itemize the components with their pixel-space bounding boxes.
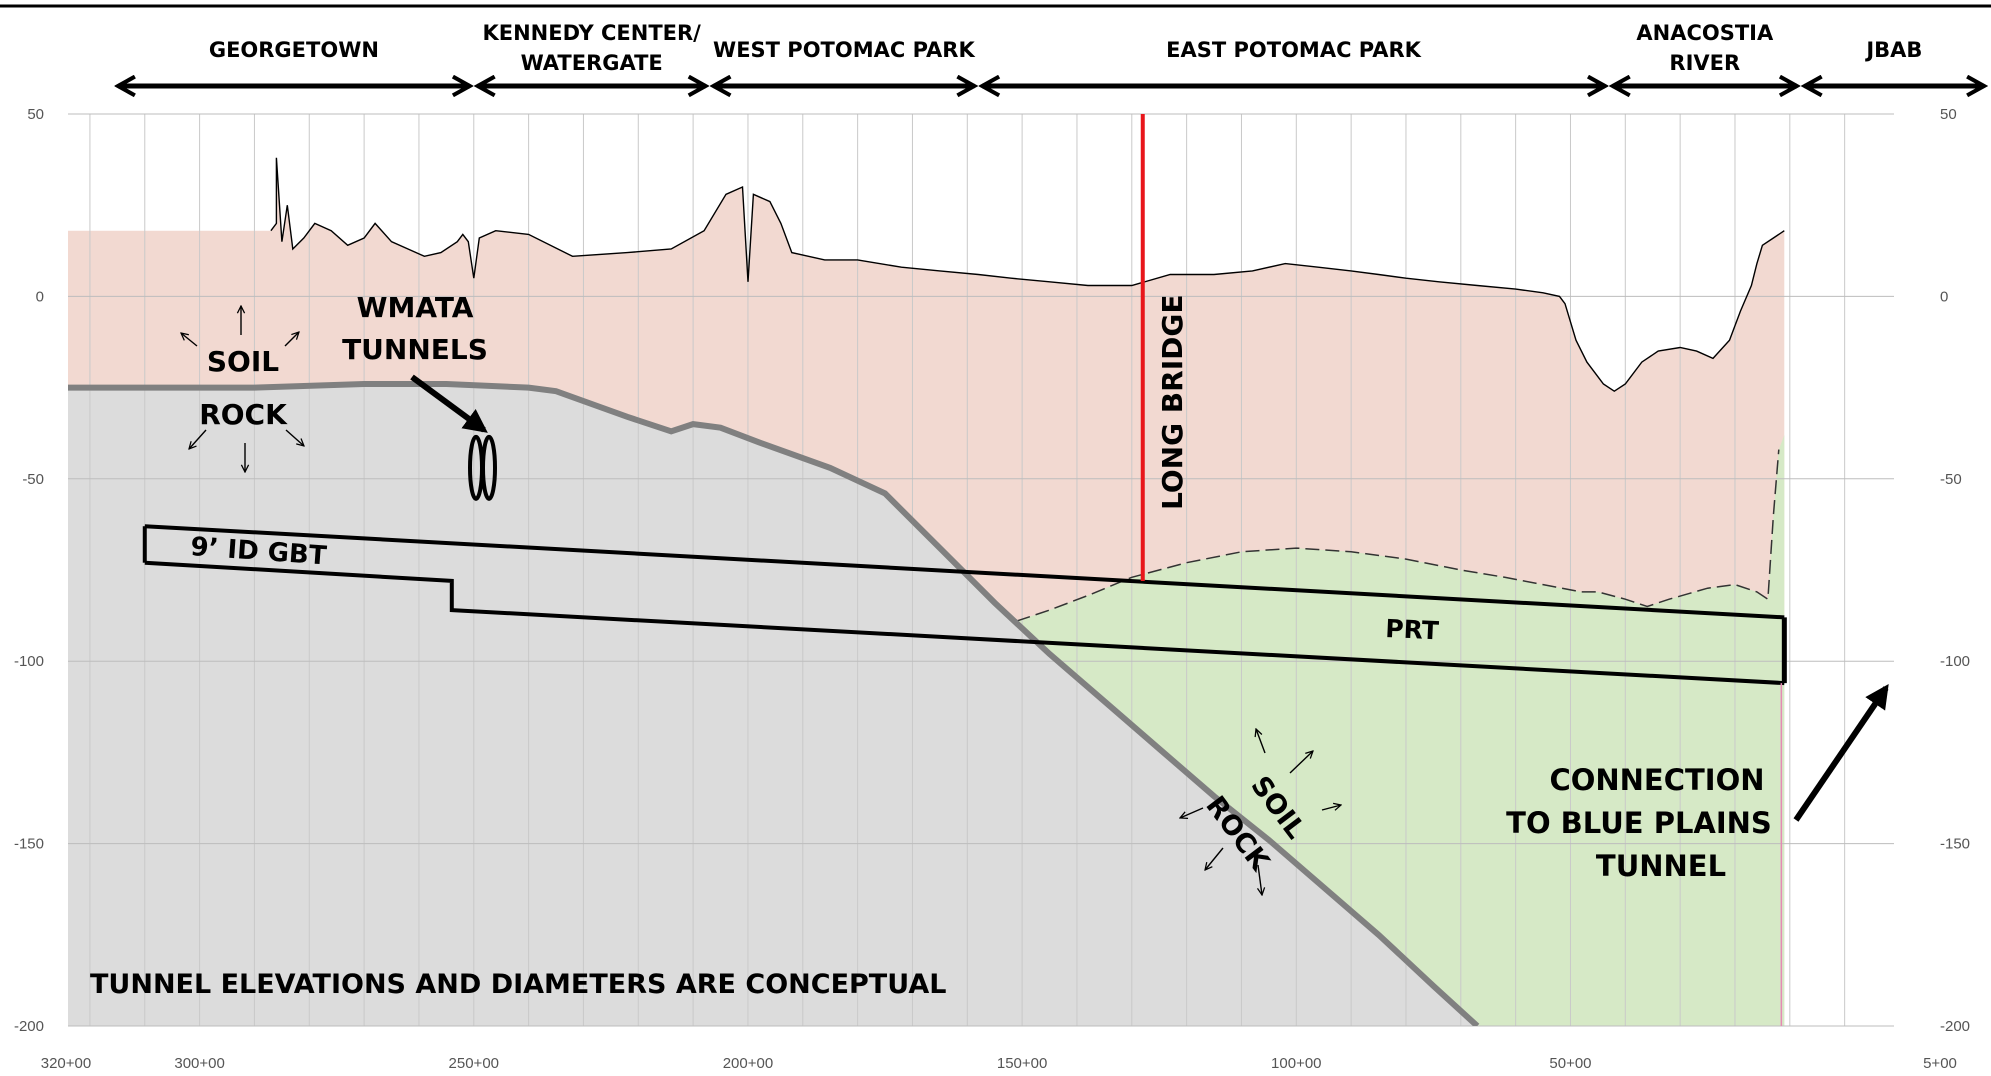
- green-zone-boundary: [1016, 449, 1780, 622]
- region-label-kennedy: KENNEDY CENTER/: [482, 21, 701, 45]
- station-tick-label: 50+00: [1549, 1055, 1591, 1072]
- station-tick-label: 100+00: [1271, 1055, 1321, 1072]
- arrow-up-right-icon: [284, 332, 299, 347]
- upper-soil-rock-callout: SOIL ROCK: [181, 306, 304, 472]
- region-labels: GEORGETOWN KENNEDY CENTER/WATERGATE WEST P…: [209, 21, 1923, 75]
- connection-label-line2: TO BLUE PLAINS: [1506, 806, 1772, 840]
- tunnel-invert-line: [144, 560, 1785, 686]
- elevation-tick-label: -150: [1940, 836, 1970, 853]
- elevation-tick-label: 0: [36, 288, 44, 305]
- station-tick-label: 150+00: [997, 1055, 1047, 1072]
- elevation-tick-label: -200: [1940, 1018, 1970, 1035]
- station-axis-labels: 320+00 300+00 250+00 200+00 150+00 100+00 50+0…: [41, 1055, 1957, 1072]
- arrow-down-left-icon: [1205, 847, 1224, 870]
- wmata-label-line1: WMATA: [357, 291, 474, 324]
- station-tick-label: 5+00: [1923, 1055, 1957, 1072]
- elevation-tick-label: 50: [27, 106, 44, 123]
- elevation-tick-label: 50: [1940, 106, 1957, 123]
- soil-rock-interface: [68, 381, 1480, 1026]
- connection-label-line3: TUNNEL: [1596, 849, 1726, 883]
- region-label-anacostia: RIVER: [1669, 51, 1740, 75]
- station-tick-label: 200+00: [723, 1055, 773, 1072]
- region-label-kennedy: WATERGATE: [521, 51, 663, 75]
- arrow-up-right-icon: [1289, 751, 1313, 774]
- soil-label-upper: SOIL: [207, 345, 279, 378]
- arrow-up-icon: [1256, 729, 1266, 754]
- rock-label-upper: ROCK: [199, 398, 288, 431]
- station-tick-label: 320+00: [41, 1055, 91, 1072]
- region-label-georgetown: GEORGETOWN: [209, 38, 379, 62]
- connection-pointer-arrow: [1793, 684, 1889, 822]
- station-gridlines: [89, 114, 1846, 1026]
- wmata-tunnels-symbol: [468, 434, 498, 501]
- arrow-right-icon: [1321, 805, 1341, 810]
- rock-layer: [68, 384, 1478, 1026]
- station-tick-label: 250+00: [449, 1055, 499, 1072]
- prt-label: PRT: [1385, 614, 1440, 645]
- ground-surface-line: [270, 157, 1785, 393]
- region-label-west-potomac: WEST POTOMAC PARK: [713, 38, 975, 62]
- green-soil-zone: [1016, 435, 1785, 1026]
- conceptual-note: TUNNEL ELEVATIONS AND DIAMETERS ARE CONC…: [90, 969, 946, 1000]
- elevation-tick-label: -200: [14, 1018, 44, 1035]
- elevation-tick-label: -100: [14, 653, 44, 670]
- elevation-tick-label: -50: [22, 471, 44, 488]
- region-label-anacostia: ANACOSTIA: [1636, 21, 1774, 45]
- long-bridge-label: LONG BRIDGE: [1156, 295, 1189, 510]
- elevation-gridlines: [68, 113, 1894, 1027]
- tunnel-crown-line: [144, 524, 1785, 620]
- arrow-up-left-icon: [181, 333, 198, 347]
- connection-label-line1: CONNECTION: [1549, 763, 1764, 797]
- region-label-east-potomac: EAST POTOMAC PARK: [1166, 38, 1422, 62]
- elevation-tick-label: -100: [1940, 653, 1970, 670]
- wmata-label-line2: TUNNELS: [342, 333, 488, 366]
- elevation-tick-label: -150: [14, 836, 44, 853]
- arrow-down-left-icon: [189, 429, 207, 449]
- elevation-tick-label: 0: [1940, 288, 1948, 305]
- region-label-jbab: JBAB: [1864, 38, 1922, 62]
- wmata-pointer-arrow: [410, 374, 488, 433]
- arrow-down-right-icon: [285, 429, 304, 446]
- elevation-tick-label: -50: [1940, 471, 1962, 488]
- arrow-down-icon: [1258, 864, 1262, 895]
- elevation-axis-left: 50 0 -50 -100 -150 -200: [14, 106, 44, 1035]
- elevation-axis-right: 50 0 -50 -100 -150 -200: [1940, 106, 1970, 1035]
- arrow-left-icon: [1180, 807, 1204, 818]
- station-tick-label: 300+00: [174, 1055, 224, 1072]
